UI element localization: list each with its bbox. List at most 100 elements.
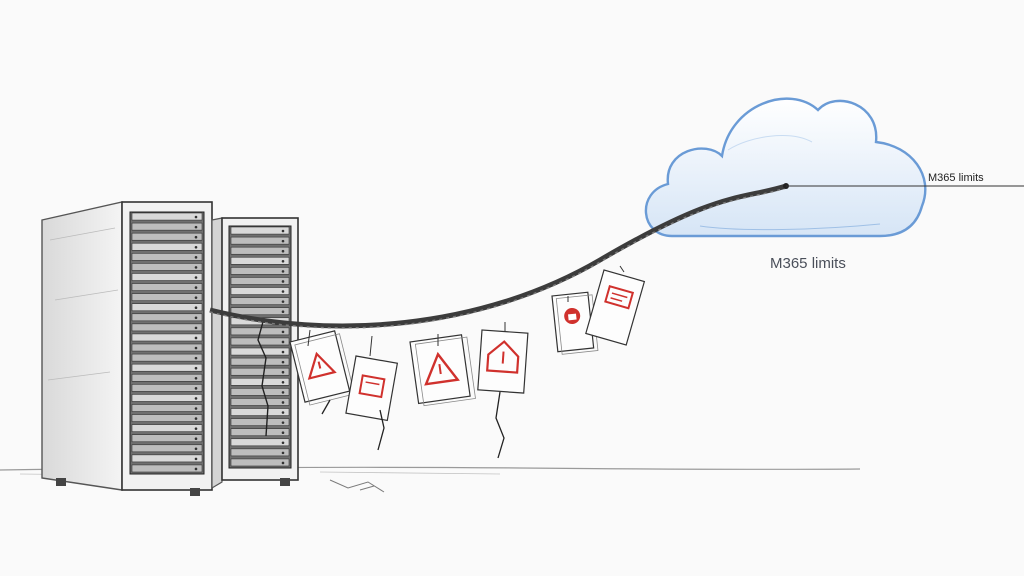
rack-led — [194, 286, 198, 289]
rack-led — [194, 245, 198, 249]
rack-unit — [131, 263, 203, 271]
rack-unit — [131, 343, 203, 352]
warning-icon — [358, 374, 386, 399]
rack-unit — [230, 408, 290, 416]
rack-crack — [257, 317, 269, 437]
rack-led — [194, 346, 198, 350]
warning-document — [585, 269, 646, 346]
rack-unit — [131, 373, 203, 382]
rack-unit — [131, 273, 203, 281]
rack-led — [281, 290, 285, 293]
rack-unit — [230, 388, 290, 396]
rack-led — [281, 441, 285, 445]
cloud-callout-label: M365 limits — [928, 172, 984, 184]
rack-led — [281, 340, 285, 344]
rack-led — [194, 407, 198, 410]
rack-led — [194, 235, 198, 239]
rack-unit — [131, 454, 203, 463]
rack-units — [131, 212, 203, 473]
rack-unit — [131, 323, 203, 332]
rack-unit — [131, 384, 203, 392]
rack-unit — [131, 242, 203, 251]
rack-unit — [230, 367, 290, 376]
rack-led — [281, 249, 285, 253]
rack-led — [281, 391, 285, 394]
rack-led — [281, 370, 285, 374]
warning-document — [289, 330, 355, 406]
rack-led — [281, 451, 285, 455]
warning-document — [477, 329, 529, 394]
rack-unit — [131, 303, 203, 312]
rack-unit — [131, 283, 203, 291]
rack-unit — [230, 357, 290, 366]
rack-led — [281, 310, 285, 314]
rack-led — [281, 360, 285, 364]
warning-icon — [424, 351, 460, 386]
rack-unit — [230, 448, 290, 457]
rack-led — [194, 457, 198, 461]
rack-led — [194, 256, 198, 259]
rack-unit — [230, 267, 290, 275]
rack-led — [194, 356, 198, 360]
rack-led — [194, 376, 198, 380]
rack-unit — [131, 363, 203, 372]
rack-unit — [131, 444, 203, 453]
rack-led — [281, 259, 285, 263]
rack-led — [194, 397, 198, 400]
warning-document — [345, 355, 399, 422]
rack-led — [281, 431, 285, 435]
rack-unit — [230, 287, 290, 295]
rack-unit — [230, 418, 290, 426]
rack-unit — [230, 277, 290, 285]
rack-led — [194, 447, 198, 451]
cloud-caption: M365 limits — [770, 255, 846, 272]
warning-document — [409, 334, 476, 407]
server-rack-left — [41, 201, 213, 496]
rack-unit — [131, 394, 203, 402]
rack-unit — [230, 458, 290, 467]
rack-led — [281, 411, 285, 414]
rack-unit — [131, 353, 203, 362]
rack-unit — [230, 226, 290, 235]
server-rack-right — [211, 217, 299, 490]
rack-unit — [131, 414, 203, 422]
rack-unit — [230, 398, 290, 406]
rack-unit — [131, 313, 203, 322]
rack-led — [194, 366, 198, 370]
rack-unit — [131, 253, 203, 261]
rack-led — [194, 215, 198, 219]
rack-unit — [230, 236, 290, 245]
rack-led — [281, 280, 285, 283]
rack-led — [194, 387, 198, 390]
rack-led — [281, 421, 285, 424]
rack-unit — [230, 428, 290, 437]
rack-led — [194, 306, 198, 310]
rack-unit — [131, 222, 203, 231]
rack-led — [194, 316, 198, 320]
floor-crack — [321, 391, 505, 459]
rack-unit — [131, 424, 203, 432]
rack-unit — [131, 333, 203, 342]
rack-unit — [230, 347, 290, 356]
rack-led — [281, 461, 285, 465]
warning-icon — [486, 340, 520, 374]
rack-led — [194, 427, 198, 430]
rack-unit — [131, 232, 203, 241]
rack-led — [281, 401, 285, 404]
rack-led — [281, 350, 285, 354]
rack-led — [194, 296, 198, 299]
rack-unit — [131, 464, 203, 473]
rack-unit — [131, 404, 203, 412]
rack-led — [281, 300, 285, 303]
rack-unit — [230, 377, 290, 386]
rack-led — [194, 326, 198, 330]
rack-led — [281, 330, 285, 334]
rack-unit — [230, 438, 290, 447]
rack-led — [194, 467, 198, 471]
rack-led — [281, 270, 285, 273]
warning-document — [551, 291, 599, 355]
rack-led — [194, 417, 198, 420]
rack-led — [281, 239, 285, 243]
